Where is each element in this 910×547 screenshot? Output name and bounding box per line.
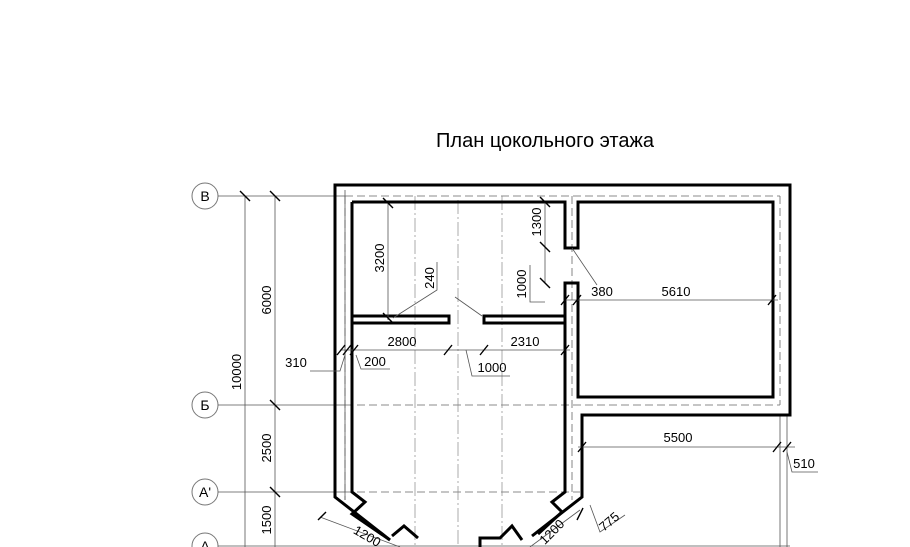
dim-bay-offset: 775 (596, 509, 622, 534)
dim-total-height: 10000 (229, 354, 244, 390)
axis-marker-a-prime: А' (191, 478, 219, 506)
dim-inner-wall: 200 (364, 354, 386, 369)
dim-right-span: 2310 (511, 334, 540, 349)
axis-marker-v: В (191, 182, 219, 210)
dim-a-prime-to-a: 1500 (259, 506, 274, 535)
plan-title: План цокольного этажа (436, 130, 655, 152)
dim-outer-wall: 310 (285, 355, 307, 370)
dim-room-depth: 3200 (372, 244, 387, 273)
axis-label-v: В (200, 188, 209, 204)
walls (333, 183, 792, 547)
dim-lower-width: 5500 (664, 430, 693, 445)
dimension-lines (239, 190, 818, 547)
dim-left-span: 2800 (388, 334, 417, 349)
axis-label-a-prime: А' (199, 484, 211, 500)
axis-marker-a: А (191, 532, 219, 547)
dim-bay-side-right: 1200 (536, 516, 567, 547)
dim-b-to-a-prime: 2500 (259, 434, 274, 463)
dim-center-opening: 1000 (478, 360, 507, 375)
dim-wall-380: 380 (591, 284, 613, 299)
dim-wall-segment: 1300 (529, 208, 544, 237)
axis-label-a: А (200, 538, 210, 547)
dim-door-opening: 1000 (514, 270, 529, 299)
axis-marker-b: Б (191, 391, 219, 419)
dim-offset: 510 (793, 456, 815, 471)
dim-right-room-width: 5610 (662, 284, 691, 299)
dim-v-to-b: 6000 (259, 286, 274, 315)
axis-label-b: Б (200, 397, 209, 413)
grid-lines (218, 190, 790, 547)
dim-partition: 240 (422, 267, 437, 289)
